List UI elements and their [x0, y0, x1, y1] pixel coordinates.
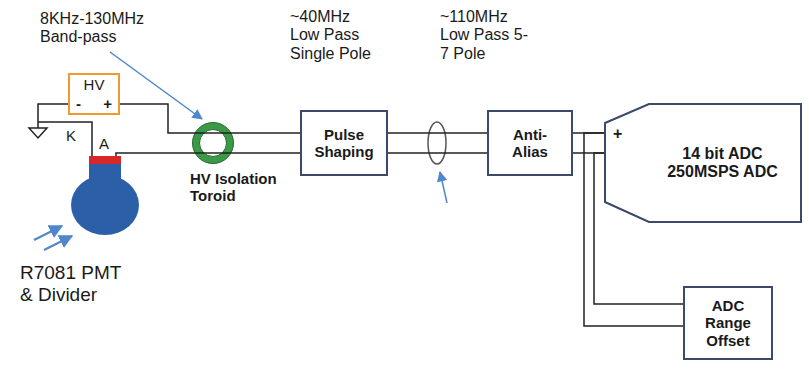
ground-symbol: [29, 128, 47, 138]
terminal-sign: -: [76, 95, 81, 112]
process-box: Anti-Alias: [487, 110, 573, 176]
toroid-edge: [193, 123, 234, 164]
signal-connector: [388, 133, 487, 153]
adc-shape: [605, 104, 801, 222]
toroid-name: HV Isolation Toroid: [190, 170, 290, 205]
signal-wire: [236, 132, 300, 134]
signal-wire: [388, 152, 487, 154]
input-sign: +: [613, 125, 622, 143]
pmt-divider-base: [89, 156, 121, 164]
signal-wire: [236, 152, 300, 154]
block-name: 14 bit ADC 250MSPS ADC: [649, 103, 796, 223]
part-name: R7081 PMT & Divider: [20, 262, 132, 306]
toroid-ring: [190, 120, 236, 166]
hv-return-wire: [38, 104, 68, 128]
block-name: ADC Range Offset: [693, 297, 763, 349]
light-arrow: [44, 236, 72, 250]
block-name: Pulse Shaping: [310, 126, 378, 161]
process-box: ADC Range Offset: [683, 286, 773, 360]
signal-wire: [120, 104, 190, 133]
adc-symbol: +14 bit ADC 250MSPS ADC: [604, 103, 802, 223]
filter-note: ~40MHz Low Pass Single Pole: [290, 8, 380, 63]
isolation-toroid: HV Isolation Toroid: [190, 120, 294, 205]
light-arrow: [34, 226, 62, 240]
signal-connector: [236, 133, 300, 153]
signal-wire: [388, 132, 487, 134]
leader-arrow: [110, 52, 202, 119]
process-box: Pulse Shaping: [300, 110, 388, 176]
terminal-sign: +: [103, 95, 112, 112]
signal-connector: [120, 104, 190, 133]
cathode-wire: [38, 122, 92, 158]
pin-name: A: [99, 135, 109, 152]
leader-arrow: [440, 172, 447, 203]
through-wire: [190, 132, 236, 134]
supply-name: HV: [84, 76, 105, 93]
pin-name: K: [66, 127, 76, 144]
hv-supply-box: HV- +: [68, 73, 120, 115]
through-wire: [190, 152, 236, 154]
block-name: Anti-Alias: [497, 126, 563, 161]
cable-symbol: [428, 122, 446, 164]
filter-note: 8KHz-130MHz Band-pass: [40, 10, 158, 47]
anode-wire: [116, 153, 190, 158]
toroid-core: [196, 126, 230, 160]
signal-connector: [573, 133, 604, 153]
filter-note: ~110MHz Low Pass 5-7 Pole: [440, 8, 530, 63]
